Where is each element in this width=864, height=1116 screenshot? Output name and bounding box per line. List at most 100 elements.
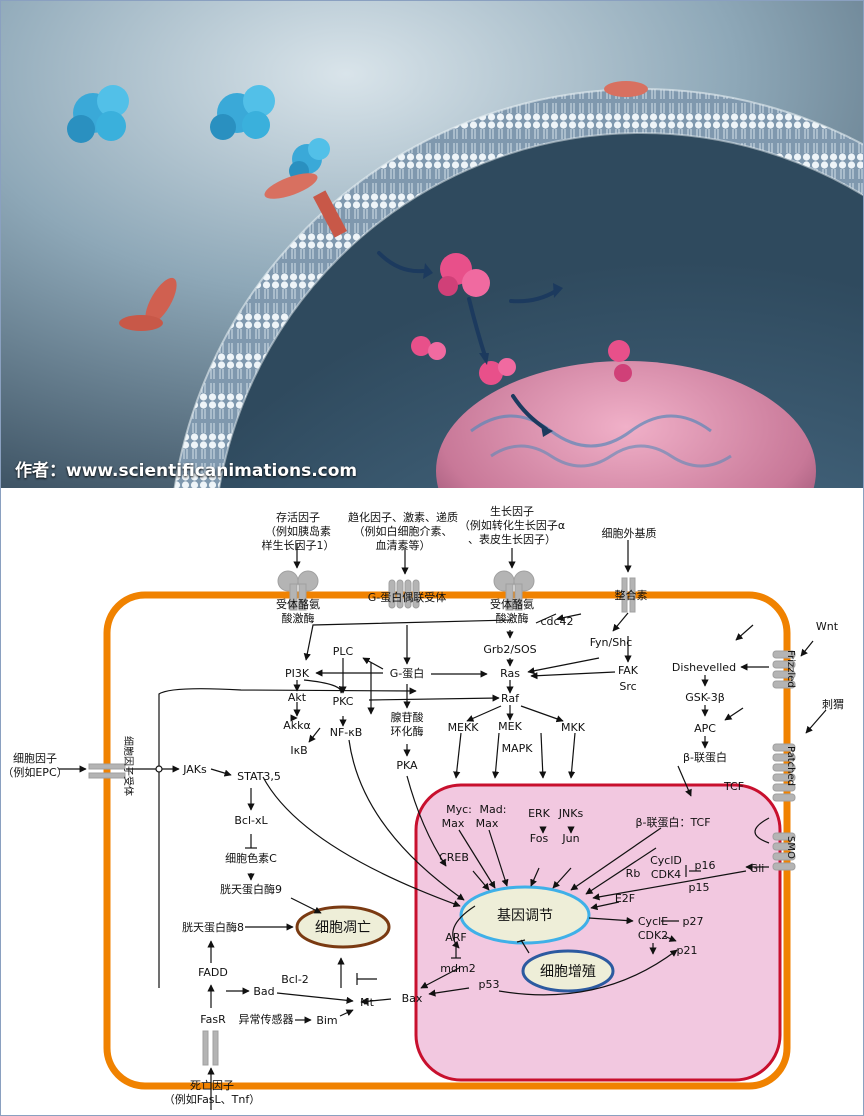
adenylate-cyclase-node-1: 腺苷酸 [391,710,424,724]
chemokine-label-1: 趋化因子、激素、递质 [348,510,458,524]
jnks-node: JNKs [558,807,584,820]
ikb-node: IκB [290,744,307,757]
stress-sensor-node: 异常传感器 [239,1013,294,1026]
ligand-protein-1 [67,85,129,143]
bad-node: Bad [253,985,274,998]
growth-factor-label-2: （例如转化生长因子α [459,518,565,532]
tcf-node: TCF [723,780,744,793]
mkk-node: MKK [561,721,586,734]
gpcr-label: G-蛋白偶联受体 [368,590,447,604]
pka-node: PKA [396,759,418,772]
gene-regulation-label: 基因调节 [497,907,553,924]
wnt-label: Wnt [816,620,839,633]
mekk-node: MEKK [448,721,480,734]
frizzled-receptor [772,650,796,689]
akt-node: Akt [288,691,307,704]
p27-node: p27 [683,915,704,928]
image-credit: 作者：www.scientificanimations.com [15,461,358,481]
signaling-pathway-diagram: 存活因子 （例如胰岛素 样生长因子1） 趋化因子、激素、递质 （例如白细胞介素、… [2,504,844,1110]
apoptosis-label: 细胞凋亡 [315,920,371,936]
survival-factor-label-1: 存活因子 [276,510,320,524]
frizzled-label: Frizzled [785,650,796,688]
mapk-label: MAPK [502,742,534,755]
nfkb-node: NF-κB [330,726,363,739]
signaling-protein-3 [479,358,516,385]
cytokine-receptor-label: 细胞因子受体 [122,736,135,796]
gpcr-receptor [388,579,420,609]
cdk2-node: CDK2 [638,929,668,942]
apc-node: APC [694,722,716,735]
ligand-protein-3 [289,138,330,181]
proliferation-label: 细胞增殖 [540,963,596,980]
nucleus-sphere [436,361,816,488]
ras-node: Ras [500,667,520,680]
membrane-receptor-3 [604,81,648,97]
bim-node: Bim [316,1014,337,1027]
mitochondria-node: Mt [360,996,374,1009]
flow-arrow-1 [377,251,425,274]
stat-node: STAT3,5 [237,770,281,783]
bax-node: Bax [402,992,423,1005]
cell-membrane [174,89,863,488]
hedgehog-label: 刺猬 [822,698,844,711]
growth-factor-label-3: 、表皮生长因子） [468,532,556,546]
erk-node: ERK [528,807,551,820]
max-node-2: Max [476,817,499,830]
cytokine-label-2: （例如EPC） [2,765,67,779]
grb2-node: Grb2/SOS [483,643,536,656]
ecm-label: 细胞外基质 [602,527,657,540]
ligand-protein-2 [210,85,275,140]
cytokine-receptor [88,763,126,779]
nucleus [414,783,782,1082]
smo-label: SMO [785,836,796,859]
apoptosis-node [295,905,391,949]
gli-node: Gli [750,862,765,875]
proliferation-node [521,949,615,993]
patched-receptor [772,743,796,802]
fas-receptor [202,1030,219,1066]
cytokine-label-1: 细胞因子 [13,752,57,765]
arf-node: ARF [445,931,467,944]
survival-factor-label-3: 样生长因子1） [262,538,335,552]
bclxl-node: Bcl-xL [234,814,268,827]
adenylate-cyclase-node-2: 环化酶 [391,724,424,738]
beta-catenin-node: β-联蛋白 [683,750,727,764]
fyn-node: Fyn/Shc [590,636,633,649]
fasr-node: FasR [200,1013,226,1026]
fos-node: Fos [530,832,549,845]
death-factor-label-2: （例如FasL、Tnf） [164,1092,260,1106]
cell-signaling-illustration [1,1,863,488]
cyclin-e-node: CyclE [638,915,668,928]
gsk3b-node: GSK-3β [685,691,725,704]
akka-node: Akkα [283,719,311,732]
caspase8-node: 胱天蛋白酶8 [182,920,244,934]
signaling-protein-1 [438,253,490,297]
fadd-node: FADD [198,966,228,979]
flow-arrow-2 [509,289,558,304]
rtk2-label-1: 受体酪氨 [490,597,534,611]
mek-node: MEK [498,720,522,733]
jun-node: Jun [561,832,579,845]
p16-node: p16 [695,859,716,872]
plc-node: PLC [333,645,354,658]
myc-node: Myc: [446,803,472,816]
gene-regulation-node [459,885,591,945]
receptor-tyrosine-kinase-2 [493,570,535,611]
receptor-tyrosine-kinase-1 [277,570,319,611]
p53-node: p53 [479,978,500,991]
src-node: Src [619,680,636,693]
p21-node: p21 [677,944,698,957]
inhibition-lines [245,613,770,985]
rtk1-label-1: 受体酪氨 [276,597,320,611]
flow-arrow-3 [467,297,487,358]
signaling-protein-4 [608,340,632,382]
fak-node: FAK [618,664,639,677]
gprotein-node: G-蛋白 [390,666,425,680]
patched-label: Patched [785,746,796,786]
rtk2-label-2: 酸激酶 [496,611,529,625]
max-node-1: Max [442,817,465,830]
cyclin-d-node: CyclD [650,854,682,867]
rb-node: Rb [626,867,641,880]
cytochrome-c-node: 细胞色素C [225,851,277,865]
pathway-arrows [59,540,827,1110]
